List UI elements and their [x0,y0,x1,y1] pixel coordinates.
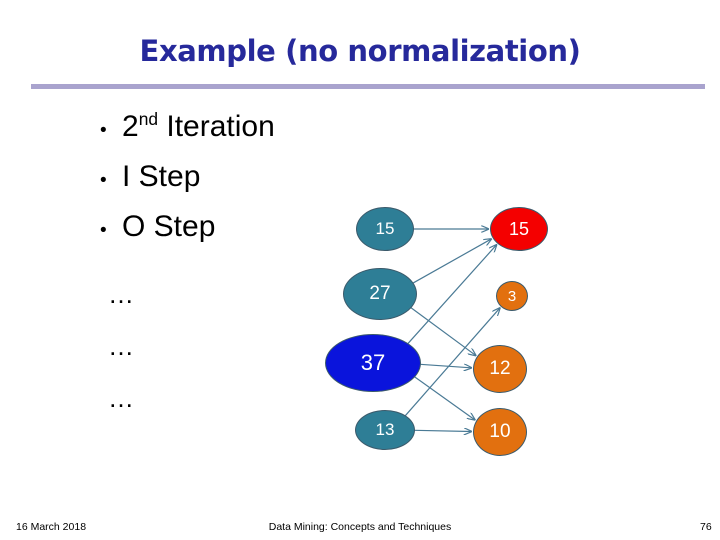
ellipsis-line: … [108,331,135,361]
bullet-text-main: 2 [122,110,139,143]
graph-node-label: 3 [507,287,517,305]
title-divider [31,84,705,89]
graph-node-12-right: 12 [473,345,527,393]
bullet-dot-icon: • [100,220,107,241]
graph-edge-37-to-12 [419,363,471,368]
ellipsis-line: … [108,279,135,309]
bullet-list: • 2nd Iteration • I Step • O Step [100,109,380,262]
page-number: 76 [700,521,712,533]
bullet-dot-icon: • [100,170,107,191]
bullet-superscript: nd [138,109,159,129]
graph-node-label: 15 [508,218,530,239]
graph-edge-13-to-10 [414,430,471,431]
ellipsis-block: … … … [108,275,135,431]
graph-edges [404,229,499,432]
edge-layer [404,195,575,470]
bipartite-graph-diagram: 15 27 37 13 15 3 12 10 [315,195,575,470]
bullet-item-label: 2nd Iteration [122,109,275,143]
graph-node-label: 13 [375,420,395,439]
graph-edge-27-to-15 [412,239,491,284]
graph-node-13-left: 13 [355,410,415,450]
list-item: • O Step [100,212,380,262]
graph-node-label: 12 [489,358,511,379]
bullet-item-label: O Step [122,210,216,243]
list-item: • 2nd Iteration [100,109,380,162]
bullet-item-label: I Step [122,160,201,193]
ellipsis-line: … [108,383,135,413]
graph-node-15-left: 15 [356,207,414,251]
graph-edge-27-to-12 [410,307,476,356]
bullet-text-tail: Iteration [158,110,275,143]
graph-node-label: 27 [369,283,391,304]
page-title: Example (no normalization) [139,34,581,68]
graph-edge-37-to-10 [413,376,474,420]
footer-date: 16 March 2018 [16,521,87,533]
graph-edge-13-to-3 [404,308,499,417]
graph-node-label: 37 [360,350,386,375]
list-item: • I Step [100,162,380,212]
footer-title: Data Mining: Concepts and Techniques [268,521,452,533]
graph-node-15-right: 15 [490,207,548,251]
graph-node-27-left: 27 [343,268,417,320]
graph-node-label: 15 [375,219,395,238]
graph-node-10-right: 10 [473,408,527,456]
graph-edge-37-to-15 [407,245,497,345]
graph-node-37-left: 37 [325,334,421,392]
bullet-dot-icon: • [100,120,107,141]
graph-node-3-right: 3 [496,281,528,311]
graph-node-label: 10 [489,421,511,442]
